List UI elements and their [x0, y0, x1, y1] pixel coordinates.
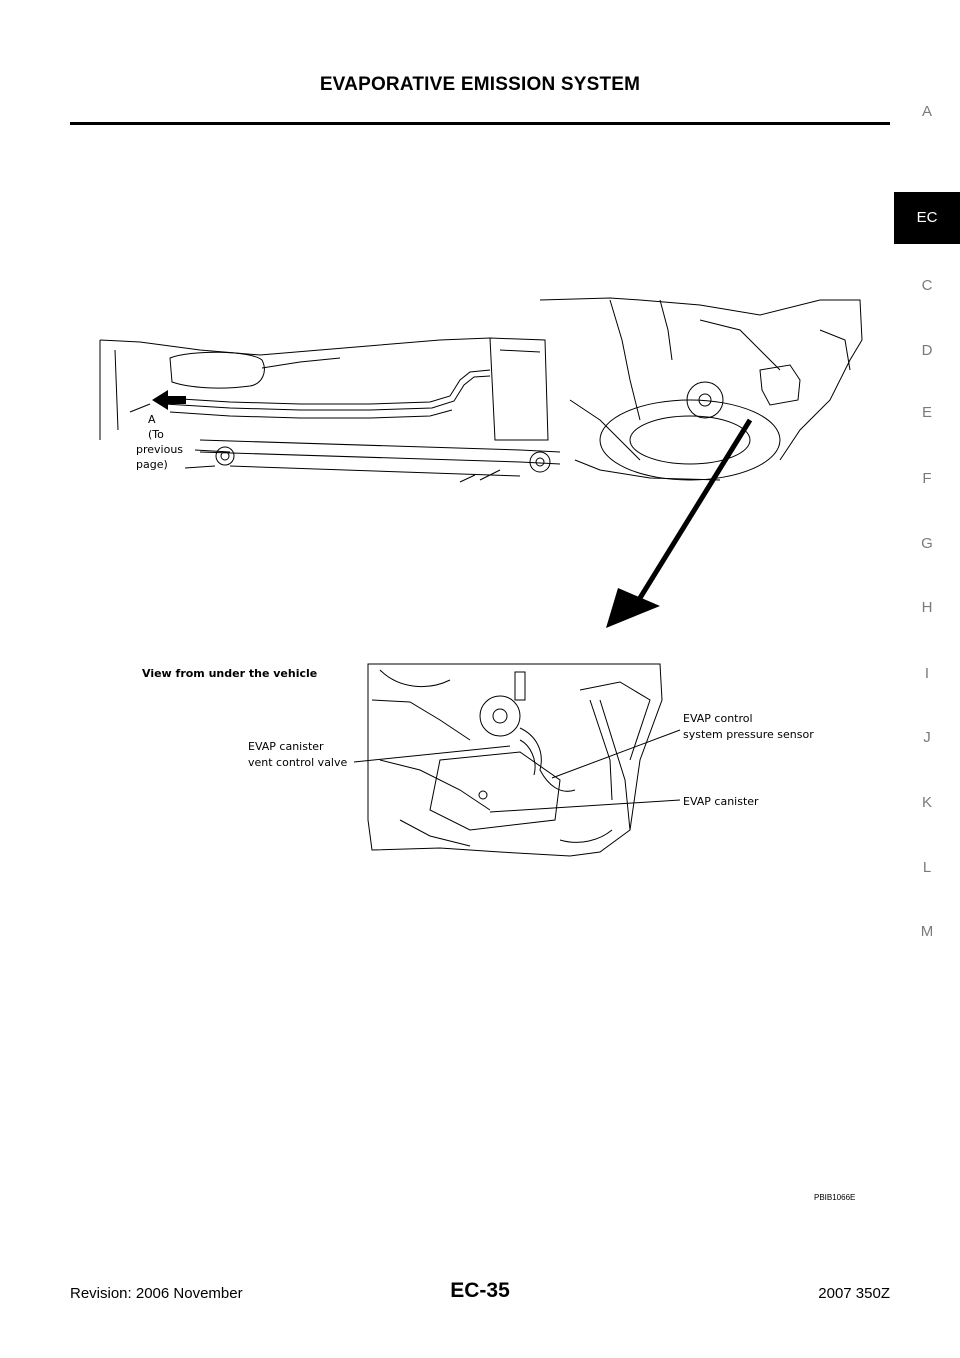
section-tab-a[interactable]: A: [921, 103, 932, 120]
section-tab-f[interactable]: F: [922, 470, 932, 487]
section-tab-j[interactable]: J: [923, 729, 931, 746]
underbody-drawing: [99, 297, 863, 483]
page-number: EC-35: [450, 1279, 510, 1302]
page-title: EVAPORATIVE EMISSION SYSTEM: [319, 74, 641, 95]
ref-line-3: previous: [136, 443, 183, 456]
figure-id: PBIB1066E: [814, 1193, 855, 1202]
section-tab-i[interactable]: I: [924, 665, 930, 682]
section-tab-h[interactable]: H: [921, 599, 933, 616]
section-tab-k[interactable]: K: [921, 794, 932, 811]
callout-canister: EVAP canister: [683, 795, 759, 808]
section-tab-l[interactable]: L: [922, 859, 932, 876]
callout-pressure-sensor-line-2: system pressure sensor: [683, 728, 814, 741]
arrow-left-icon: [152, 390, 186, 410]
callout-vent-valve-line-1: EVAP canister: [248, 740, 324, 753]
arrow-down-icon: [606, 588, 660, 628]
footer-revision: Revision: 2006 November: [70, 1285, 243, 1302]
ref-line-2: (To: [148, 428, 164, 441]
section-tab-c[interactable]: C: [921, 277, 933, 294]
canister-detail-drawing: [367, 663, 663, 857]
callout-pressure-sensor-line-1: EVAP control: [683, 712, 753, 725]
callout-vent-valve-line-2: vent control valve: [248, 756, 348, 769]
section-tab-g[interactable]: G: [921, 535, 933, 552]
ref-line-1: A: [148, 413, 156, 426]
ref-line-4: page): [136, 458, 168, 471]
view-caption: View from under the vehicle: [142, 667, 317, 680]
section-tab-d[interactable]: D: [921, 342, 933, 359]
section-tab-e[interactable]: E: [921, 404, 932, 421]
header-rule: [70, 122, 890, 125]
footer-model: 2007 350Z: [818, 1285, 890, 1302]
section-tab-ec[interactable]: EC: [894, 192, 960, 244]
section-tab-m[interactable]: M: [920, 923, 934, 940]
